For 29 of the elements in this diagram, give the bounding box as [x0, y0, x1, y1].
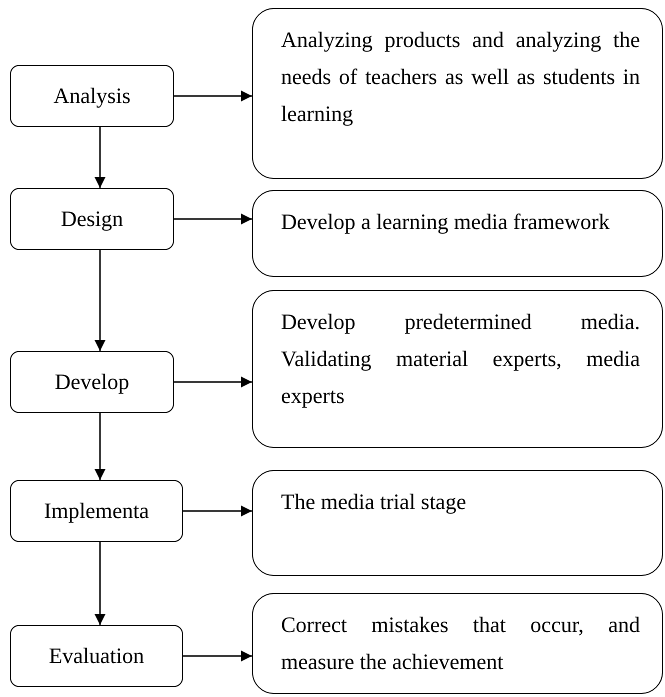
stage-label: Develop [54, 369, 130, 395]
stage-label: Evaluation [48, 643, 144, 669]
stage-label: Analysis [54, 83, 130, 109]
stage-box [10, 625, 183, 687]
arrow [183, 506, 252, 516]
stage-box [10, 480, 183, 542]
arrow [174, 90, 252, 102]
stage-label: Design [60, 206, 124, 232]
arrow [94, 413, 106, 480]
description-box [252, 8, 663, 179]
stage-box [10, 65, 174, 127]
description-box [252, 190, 663, 277]
arrow [94, 250, 106, 351]
stage-box [10, 188, 174, 250]
description-text: Develop predetermined media. Validating material experts, media experts [281, 308, 640, 410]
description-text: The media trial stage [281, 488, 468, 516]
description-box [252, 593, 663, 694]
description-text: Correct mistakes that occur, and measure the achievement [281, 611, 640, 676]
arrow [174, 214, 252, 224]
stage-box [10, 351, 174, 413]
arrow [94, 542, 106, 625]
arrow [174, 376, 252, 388]
description-text: Analyzing products and analyzing the needs of teachers as well as students in learning [281, 26, 640, 128]
description-text: Develop a learning media framework [281, 208, 611, 236]
description-box [252, 290, 663, 448]
description-box [252, 470, 663, 576]
stage-label: Implementa [44, 498, 150, 524]
arrow [94, 127, 106, 188]
arrow [183, 650, 252, 662]
